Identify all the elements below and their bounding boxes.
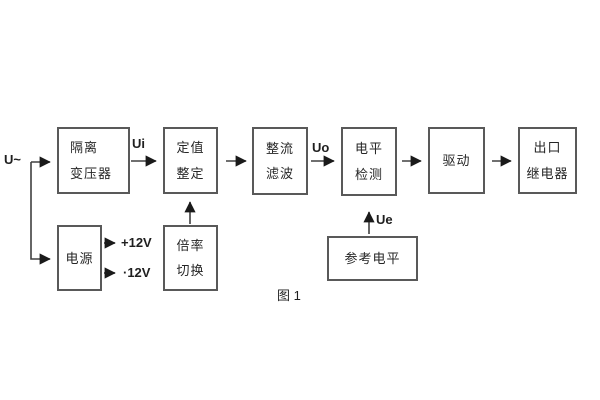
block-label: 整定 <box>176 165 205 181</box>
block-ratio-switch: 倍率 切换 <box>163 225 218 291</box>
block-label: 检测 <box>354 167 383 182</box>
block-label: 电平 <box>354 141 383 156</box>
block-label: 驱动 <box>442 153 471 168</box>
block-label: 整流 <box>265 140 294 156</box>
label-minus-12v: ·12V <box>123 265 151 280</box>
block-label: 电源 <box>65 250 94 266</box>
label-plus-12v: +12V <box>121 235 152 250</box>
label-uo-signal: Uo <box>312 140 330 155</box>
block-output-relay: 出口 继电器 <box>518 127 577 194</box>
block-label: 变压器 <box>70 165 113 181</box>
block-label: 切换 <box>176 263 205 278</box>
block-isolation-transformer: 隔离 变压器 <box>57 127 130 194</box>
block-label: 出口 <box>533 140 562 156</box>
block-label: 隔离 <box>70 140 99 156</box>
wire-input-to-power <box>30 162 51 265</box>
figure-caption: 图 1 <box>277 288 301 303</box>
label-ue-signal: Ue <box>376 212 393 227</box>
label-input-voltage: U~ <box>4 152 21 167</box>
block-level-detect: 电平 检测 <box>341 127 397 196</box>
block-rectify-filter: 整流 滤波 <box>252 127 308 195</box>
block-value-setting: 定值 整定 <box>163 127 218 194</box>
block-label: 继电器 <box>526 165 569 181</box>
block-label: 滤波 <box>265 166 294 182</box>
label-ui-signal: Ui <box>132 136 145 151</box>
block-power-supply: 电源 <box>57 225 102 291</box>
block-label: 倍率 <box>176 238 205 253</box>
block-drive: 驱动 <box>428 127 485 194</box>
block-label: 定值 <box>176 140 205 156</box>
block-reference-level: 参考电平 <box>327 236 418 281</box>
block-label: 参考电平 <box>344 251 401 266</box>
